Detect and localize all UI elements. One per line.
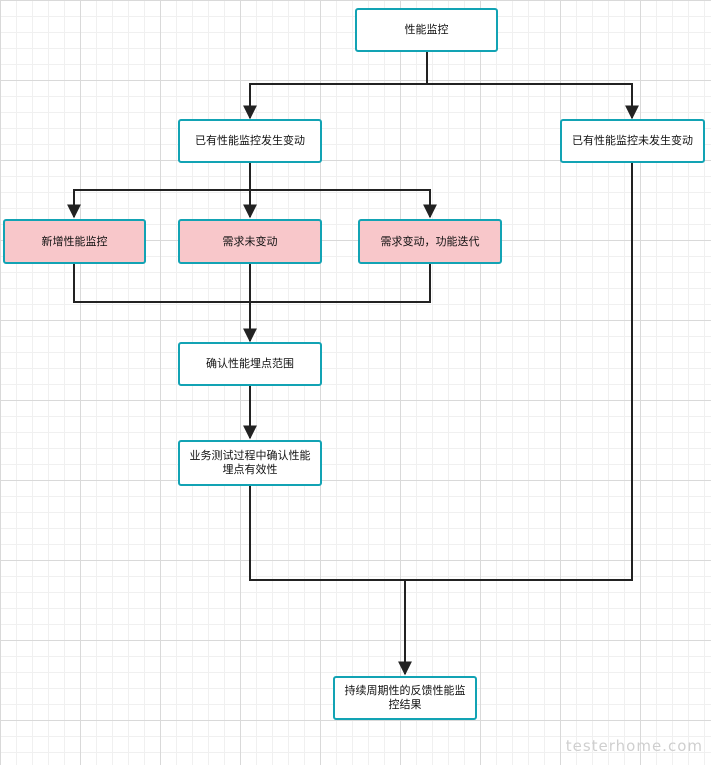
node-new-monitor: 新增性能监控	[3, 219, 146, 264]
edge-changed-to-new-monitor	[67, 163, 251, 219]
edge-new-monitor-merge	[73, 264, 250, 303]
edge-unchanged-merge	[405, 163, 633, 581]
node-req-unchanged: 需求未变动	[178, 219, 322, 264]
node-perf-monitor: 性能监控	[355, 8, 498, 52]
node-req-changed: 需求变动，功能迭代	[358, 219, 502, 264]
node-existing-changed: 已有性能监控发生变动	[178, 119, 322, 163]
edge-monitor-to-existing-changed	[243, 52, 428, 120]
node-confirm-scope: 确认性能埋点范围	[178, 342, 322, 386]
node-confirm-validity: 业务测试过程中确认性能埋点有效性	[178, 440, 322, 486]
node-existing-unchanged: 已有性能监控未发生变动	[560, 119, 705, 163]
edge-changed-to-req-changed	[250, 189, 437, 219]
node-feedback: 持续周期性的反馈性能监控结果	[333, 676, 477, 720]
edge-req-changed-merge	[250, 264, 431, 303]
watermark: testerhome.com	[565, 737, 703, 755]
edge-validity-merge	[249, 486, 405, 581]
edge-monitor-to-existing-unchanged	[427, 83, 639, 120]
